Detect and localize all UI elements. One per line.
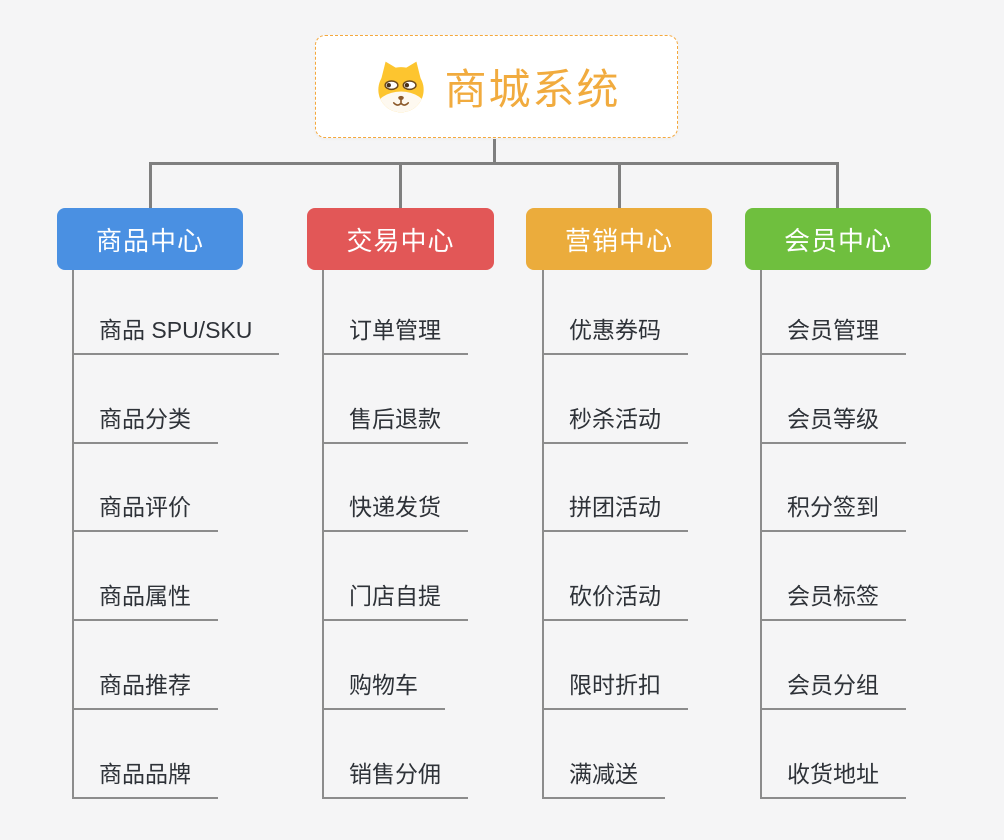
leaf-node[interactable]: 订单管理 [322, 266, 572, 355]
leaf-label: 商品 SPU/SKU [72, 311, 280, 355]
branch-spine-4 [760, 270, 762, 799]
leaf-node[interactable]: 售后退款 [322, 355, 572, 444]
leaf-node[interactable]: 限时折扣 [542, 621, 792, 710]
leaf-label: 积分签到 [760, 488, 906, 533]
leaf-node[interactable]: 商品评价 [72, 444, 322, 533]
leaf-node[interactable]: 秒杀活动 [542, 355, 792, 444]
leaf-label: 拼团活动 [542, 488, 688, 533]
branch-node-trade-center[interactable]: 交易中心 [307, 208, 494, 270]
leaf-label: 会员管理 [760, 311, 906, 355]
leaf-node[interactable]: 会员等级 [760, 355, 1004, 444]
leaf-node[interactable]: 会员分组 [760, 621, 1004, 710]
leaf-label: 收货地址 [760, 755, 906, 799]
branch-spine-3 [542, 270, 544, 799]
leaf-label: 会员分组 [760, 666, 906, 710]
leaf-label: 满减送 [542, 755, 665, 799]
leaf-node[interactable]: 满减送 [542, 710, 792, 799]
leaf-node[interactable]: 会员标签 [760, 532, 1004, 622]
leaf-label: 商品属性 [72, 577, 218, 622]
leaf-label: 会员等级 [760, 400, 906, 444]
leaf-label: 商品推荐 [72, 666, 218, 710]
leaf-node[interactable]: 商品属性 [72, 532, 322, 622]
leaf-label: 秒杀活动 [542, 400, 688, 444]
branch-node-marketing-center[interactable]: 营销中心 [526, 208, 712, 270]
leaf-label: 售后退款 [322, 400, 468, 444]
leaf-label: 门店自提 [322, 577, 468, 622]
leaf-node[interactable]: 商品 SPU/SKU [72, 266, 322, 355]
leaf-label: 商品评价 [72, 488, 218, 533]
leaf-node[interactable]: 商品品牌 [72, 710, 322, 799]
leaf-column-marketing-center: 优惠券码 秒杀活动 拼团活动 砍价活动 限时折扣 满减送 [542, 266, 792, 799]
leaf-label: 商品品牌 [72, 755, 218, 799]
leaf-label: 商品分类 [72, 400, 218, 444]
root-node[interactable]: 商城系统 [315, 35, 678, 138]
leaf-label: 购物车 [322, 666, 445, 710]
branch-node-product-center[interactable]: 商品中心 [57, 208, 243, 270]
leaf-label: 快递发货 [322, 488, 468, 533]
connector-drop-1 [149, 162, 152, 209]
shiba-dog-icon [378, 61, 425, 112]
leaf-node[interactable]: 积分签到 [760, 444, 1004, 533]
connector-drop-4 [836, 162, 839, 209]
leaf-node[interactable]: 快递发货 [322, 444, 572, 533]
connector-root-stub [493, 139, 496, 163]
branch-spine-1 [72, 270, 74, 799]
branch-node-member-center[interactable]: 会员中心 [745, 208, 931, 270]
leaf-node[interactable]: 门店自提 [322, 532, 572, 622]
connector-drop-2 [399, 162, 402, 209]
leaf-label: 限时折扣 [542, 666, 688, 710]
connector-horizontal [149, 162, 839, 165]
leaf-node[interactable]: 会员管理 [760, 266, 1004, 355]
leaf-node[interactable]: 商品分类 [72, 355, 322, 444]
leaf-label: 销售分佣 [322, 755, 468, 799]
leaf-column-product-center: 商品 SPU/SKU 商品分类 商品评价 商品属性 商品推荐 商品品牌 [72, 266, 322, 799]
branch-spine-2 [322, 270, 324, 799]
leaf-label: 订单管理 [322, 311, 468, 355]
connector-drop-3 [618, 162, 621, 209]
leaf-label: 砍价活动 [542, 577, 688, 622]
leaf-column-trade-center: 订单管理 售后退款 快递发货 门店自提 购物车 销售分佣 [322, 266, 572, 799]
leaf-label: 优惠券码 [542, 311, 688, 355]
leaf-column-member-center: 会员管理 会员等级 积分签到 会员标签 会员分组 收货地址 [760, 266, 1004, 799]
leaf-node[interactable]: 销售分佣 [322, 710, 572, 799]
root-title: 商城系统 [444, 66, 621, 113]
leaf-node[interactable]: 砍价活动 [542, 532, 792, 622]
leaf-node[interactable]: 商品推荐 [72, 621, 322, 710]
leaf-node[interactable]: 优惠券码 [542, 266, 792, 355]
leaf-node[interactable]: 收货地址 [760, 710, 1004, 799]
leaf-label: 会员标签 [760, 577, 906, 622]
leaf-node[interactable]: 购物车 [322, 621, 572, 710]
leaf-node[interactable]: 拼团活动 [542, 444, 792, 533]
